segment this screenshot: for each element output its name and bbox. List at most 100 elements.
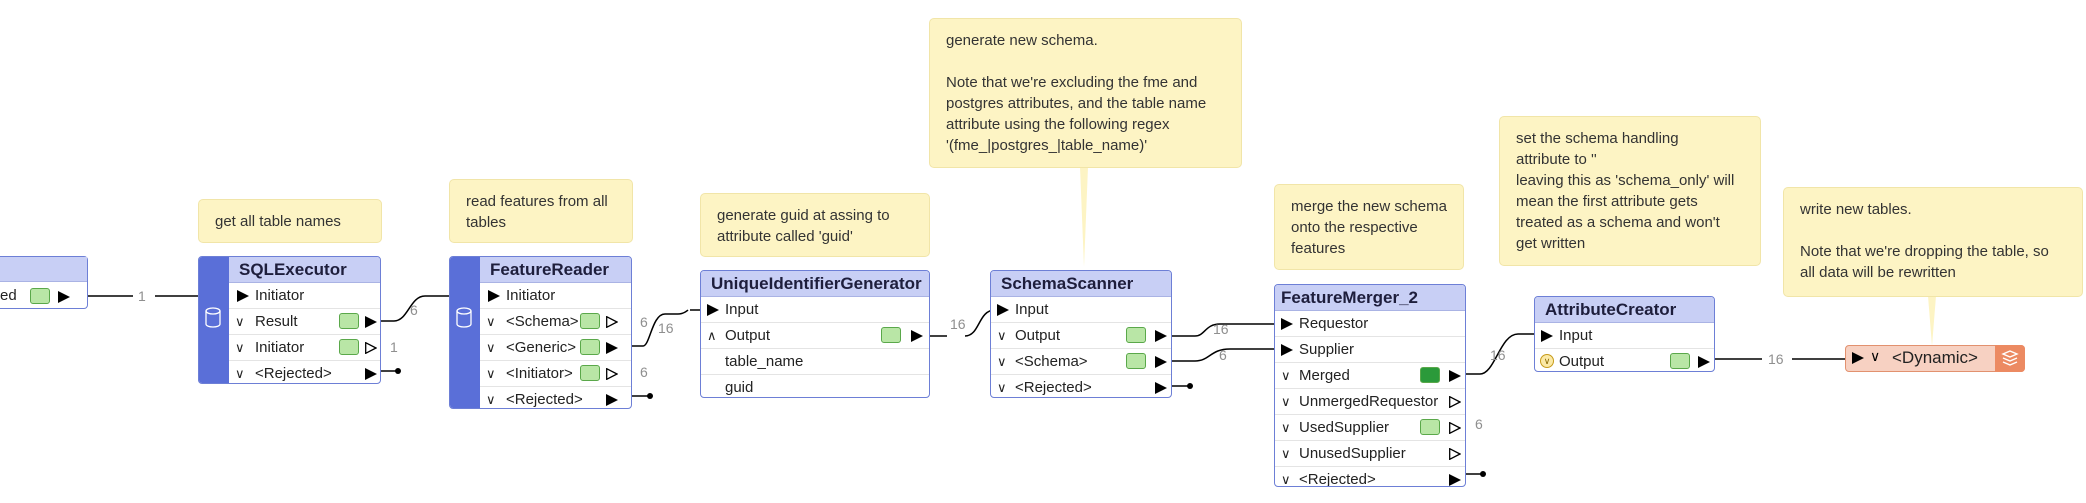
- port-rejected[interactable]: ∨ <Rejected>: [480, 387, 631, 408]
- featurereader-node[interactable]: FeatureReader Initiator ∨ <Schema> ∨ <Ge…: [449, 256, 632, 409]
- output-arrow-icon[interactable]: [1449, 474, 1461, 486]
- port-input[interactable]: Input: [1535, 323, 1714, 349]
- eye-icon[interactable]: [1670, 353, 1690, 369]
- output-arrow-icon[interactable]: [606, 394, 618, 406]
- node-title[interactable]: SQLExecutor: [229, 257, 380, 283]
- output-arrow-icon[interactable]: [1449, 370, 1461, 382]
- note-write-tables: write new tables. Note that we're droppi…: [1783, 187, 2083, 297]
- node-title[interactable]: FeatureMerger_2: [1275, 285, 1465, 311]
- chevron-down-icon[interactable]: ∨: [235, 314, 245, 329]
- port-generic[interactable]: ∨ <Generic>: [480, 335, 631, 361]
- uniqueidentifiergenerator-node[interactable]: UniqueIdentifierGenerator Input ∧ Output…: [700, 270, 930, 398]
- wire-generic-uuid: [628, 309, 689, 347]
- eye-icon[interactable]: [1126, 353, 1146, 369]
- attributecreator-node[interactable]: AttributeCreator Input ∨ Output: [1534, 296, 1715, 372]
- port-initiator-out[interactable]: ∨ Initiator: [229, 335, 380, 361]
- chevron-down-icon[interactable]: ∨: [235, 340, 245, 355]
- layers-icon: [1995, 345, 2025, 372]
- port-initiator-out[interactable]: ∨ <Initiator>: [480, 361, 631, 387]
- output-arrow-icon[interactable]: [606, 316, 618, 328]
- chevron-down-icon[interactable]: ∨: [997, 328, 1007, 343]
- chevron-down-icon[interactable]: ∨: [997, 354, 1007, 369]
- output-arrow-icon[interactable]: [1449, 422, 1461, 434]
- port-input[interactable]: Input: [991, 297, 1171, 323]
- chevron-down-icon[interactable]: ∨: [1281, 420, 1291, 435]
- output-arrow-icon[interactable]: [606, 368, 618, 380]
- eye-icon[interactable]: [1420, 419, 1440, 435]
- port-label: UnusedSupplier: [1299, 445, 1406, 462]
- port-label: Result: [255, 313, 298, 330]
- node-title[interactable]: UniqueIdentifierGenerator: [701, 271, 929, 297]
- chevron-down-icon[interactable]: ∨: [1281, 472, 1291, 487]
- chevron-down-icon[interactable]: ∨: [486, 392, 496, 407]
- attribute-table-name[interactable]: table_name: [701, 349, 929, 375]
- node-title[interactable]: FeatureReader: [480, 257, 631, 283]
- output-arrow-icon[interactable]: [365, 342, 377, 354]
- eye-icon[interactable]: [580, 313, 600, 329]
- port-initiator-in[interactable]: Initiator: [480, 283, 631, 309]
- eye-icon[interactable]: [580, 339, 600, 355]
- port-supplier[interactable]: Supplier: [1275, 337, 1465, 363]
- node-title[interactable]: SchemaScanner: [991, 271, 1171, 297]
- port-result[interactable]: ∨ Result: [229, 309, 380, 335]
- partial-transformer[interactable]: ed: [0, 256, 88, 309]
- output-arrow-icon[interactable]: [1449, 448, 1461, 460]
- port-used-supplier[interactable]: ∨ UsedSupplier: [1275, 415, 1465, 441]
- port-output[interactable]: ∧ Output: [701, 323, 929, 349]
- feature-count: 1: [390, 339, 398, 355]
- port-rejected[interactable]: ∨ <Rejected>: [1275, 467, 1465, 487]
- eye-icon[interactable]: [1126, 327, 1146, 343]
- eye-icon[interactable]: [339, 313, 359, 329]
- chevron-down-icon[interactable]: ∨: [1281, 394, 1291, 409]
- chevron-down-icon[interactable]: ∨: [486, 314, 496, 329]
- eye-icon[interactable]: [30, 288, 50, 304]
- chevron-down-icon[interactable]: ∨: [1281, 368, 1291, 383]
- eye-icon[interactable]: [580, 365, 600, 381]
- port-rejected[interactable]: ∨ <Rejected>: [229, 361, 380, 383]
- sqlexecutor-node[interactable]: SQLExecutor Initiator ∨ Result ∨ Initiat…: [198, 256, 381, 384]
- dynamic-writer[interactable]: ∨ <Dynamic>: [1845, 345, 2025, 372]
- port-schema[interactable]: ∨ <Schema>: [480, 309, 631, 335]
- eye-icon[interactable]: [339, 339, 359, 355]
- featuremerger-node[interactable]: FeatureMerger_2 Requestor Supplier ∨ Mer…: [1274, 284, 1466, 487]
- port-unused-supplier[interactable]: ∨ UnusedSupplier: [1275, 441, 1465, 467]
- attribute-guid[interactable]: guid: [701, 375, 929, 397]
- output-arrow-icon[interactable]: [365, 368, 377, 380]
- chevron-down-icon[interactable]: ∨: [486, 340, 496, 355]
- output-arrow-icon[interactable]: [365, 316, 377, 328]
- port-rejected[interactable]: ∨ <Rejected>: [991, 375, 1171, 397]
- attribute-label: guid: [725, 379, 754, 396]
- chevron-down-icon[interactable]: ∨: [486, 366, 496, 381]
- chevron-down-icon[interactable]: ∨: [235, 366, 245, 381]
- output-arrow-icon[interactable]: [1155, 382, 1167, 394]
- node-title[interactable]: AttributeCreator: [1535, 297, 1714, 323]
- port-initiator-in[interactable]: Initiator: [229, 283, 380, 309]
- schemascanner-node[interactable]: SchemaScanner Input ∨ Output ∨ <Schema> …: [990, 270, 1172, 398]
- eye-icon[interactable]: [1420, 367, 1440, 383]
- port-label: ed: [0, 287, 17, 304]
- output-arrow-icon[interactable]: [1155, 356, 1167, 368]
- chevron-up-icon[interactable]: ∧: [707, 328, 717, 343]
- port-output[interactable]: ∨ Output: [991, 323, 1171, 349]
- chevron-down-icon[interactable]: ∨: [1870, 348, 1881, 364]
- chevron-down-icon[interactable]: ∨: [1281, 446, 1291, 461]
- feature-count: 6: [1475, 416, 1483, 432]
- port-requestor[interactable]: Requestor: [1275, 311, 1465, 337]
- output-arrow-icon[interactable]: [1698, 356, 1710, 368]
- output-arrow-icon[interactable]: [606, 342, 618, 354]
- input-arrow-icon: [237, 290, 249, 302]
- eye-icon[interactable]: [881, 327, 901, 343]
- port-schema[interactable]: ∨ <Schema>: [991, 349, 1171, 375]
- port-merged[interactable]: ∨ Merged: [1275, 363, 1465, 389]
- port-label: Merged: [1299, 367, 1350, 384]
- output-arrow-icon[interactable]: [1449, 396, 1461, 408]
- output-arrow-icon[interactable]: [58, 291, 70, 303]
- output-arrow-icon[interactable]: [1155, 330, 1167, 342]
- port-output[interactable]: ∨ Output: [1535, 349, 1714, 371]
- expand-circle-icon[interactable]: ∨: [1540, 354, 1554, 368]
- note-generate-schema: generate new schema. Note that we're exc…: [929, 18, 1242, 168]
- port-unmerged-requestor[interactable]: ∨ UnmergedRequestor: [1275, 389, 1465, 415]
- chevron-down-icon[interactable]: ∨: [997, 380, 1007, 395]
- output-arrow-icon[interactable]: [911, 330, 923, 342]
- port-input[interactable]: Input: [701, 297, 929, 323]
